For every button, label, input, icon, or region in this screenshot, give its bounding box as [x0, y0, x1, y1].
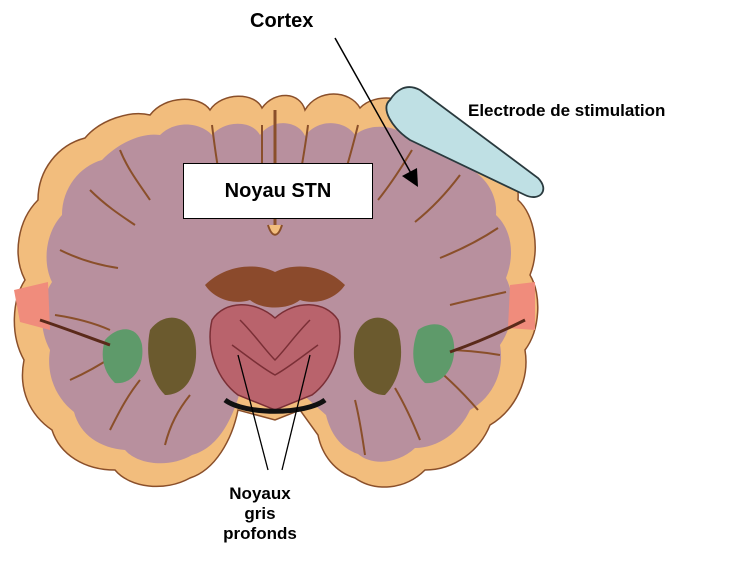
deep-nuclei-label: Noyaux gris profonds: [200, 484, 320, 544]
cortex-label: Cortex: [250, 10, 313, 33]
deep-nuclei-line-3: profonds: [200, 524, 320, 544]
stn-label: Noyau STN: [225, 180, 332, 203]
deep-nuclei-line-1: Noyaux: [200, 484, 320, 504]
deep-nuclei-line-2: gris: [200, 504, 320, 524]
stn-label-box: Noyau STN: [183, 163, 373, 219]
electrode-label: Electrode de stimulation: [468, 101, 665, 121]
